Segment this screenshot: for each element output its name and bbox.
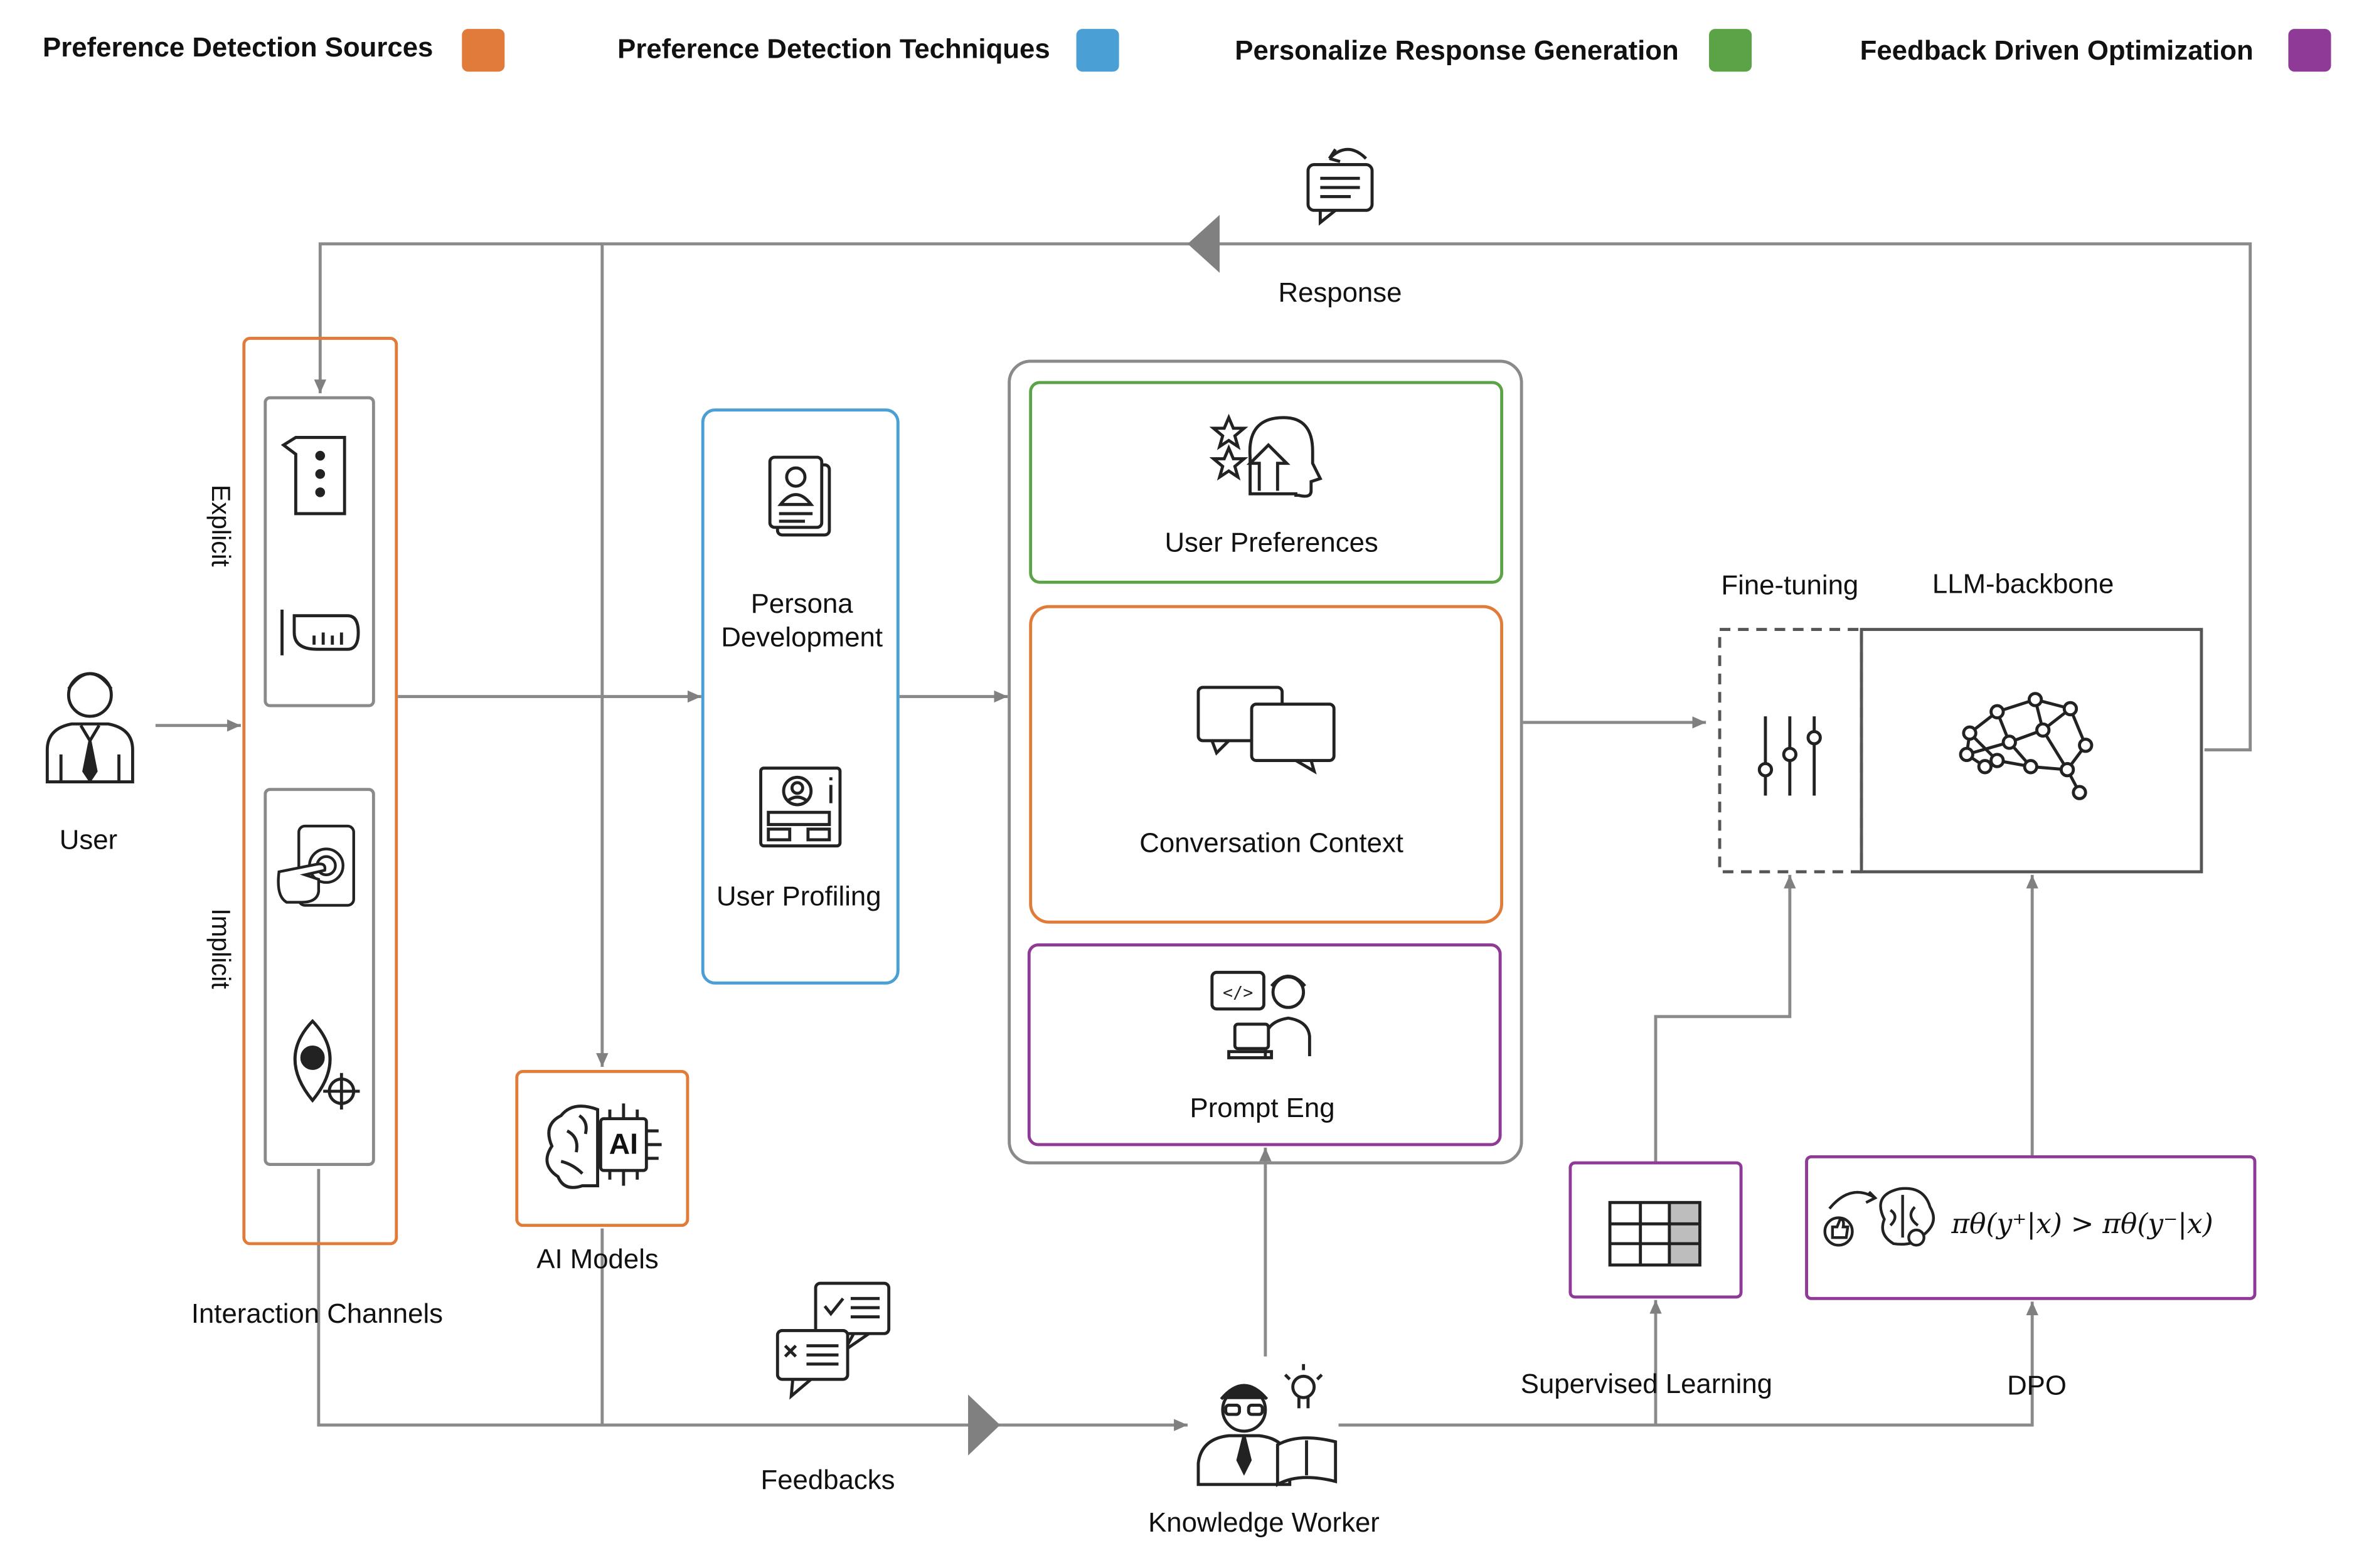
response-loop-line: [314, 242, 2252, 751]
feedback-line: [317, 1168, 1188, 1431]
legend-label-generation: Personalize Response Generation: [1235, 34, 1679, 66]
response-arrowhead: [1187, 215, 1220, 273]
user-profile-icon: [759, 766, 842, 848]
feedback-icon: [775, 1281, 891, 1400]
supervised-to-finetune-line: [1654, 874, 1796, 1163]
supervised-learning-label: Supervised Learning: [1520, 1369, 1773, 1399]
user-profiling-label: User Profiling: [716, 881, 881, 912]
implicit-label: Implicit: [206, 908, 235, 989]
persona-card-icon: [768, 455, 831, 537]
ai-models-label: AI Models: [536, 1243, 659, 1274]
legend-swatch-generation: [1709, 29, 1752, 72]
knowledge-worker-icon: [1196, 1364, 1338, 1488]
legend-swatch-techniques: [1076, 29, 1119, 72]
eye-tracking-icon: [293, 1019, 360, 1110]
ai-brain-chip-icon: [545, 1103, 662, 1189]
fine-tuning-label: Fine-tuning: [1721, 569, 1859, 601]
response-label: Response: [1278, 277, 1402, 308]
sliders-icon: [1757, 716, 1822, 796]
dpo-label: DPO: [2007, 1370, 2067, 1401]
legend-label-optimization: Feedback Driven Optimization: [1860, 34, 2254, 66]
head-stars-icon: [1209, 413, 1323, 498]
persona-label-line1: Persona: [750, 588, 853, 619]
chat-document-reply-icon: [1306, 147, 1374, 226]
svg-text:</>: </>: [1223, 983, 1253, 1003]
feedbacks-label: Feedbacks: [760, 1465, 895, 1495]
llm-backbone-box: [1860, 628, 2203, 874]
prompt-eng-box: [1027, 943, 1502, 1147]
llm-backbone-label: LLM-backbone: [1932, 568, 2114, 599]
interaction-channels-box: [242, 337, 398, 1246]
legend-swatch-sources: [462, 29, 505, 72]
conversation-context-label: Conversation Context: [1139, 827, 1403, 859]
implicit-box: [264, 788, 375, 1166]
feedback-arrowhead: [968, 1394, 1001, 1456]
persona-box: [701, 408, 900, 985]
legend-swatch-optimization: [2288, 29, 2331, 72]
knowledge-worker-label: Knowledge Worker: [1148, 1507, 1380, 1538]
dpo-icons: [1823, 1187, 1935, 1247]
voice-wave-icon: [280, 610, 360, 655]
user-icon: [45, 672, 134, 784]
worker-to-dpo-line: [1338, 1301, 2038, 1427]
touch-icon: [277, 824, 355, 907]
legend-label-techniques: Preference Detection Techniques: [617, 33, 1050, 65]
table-icon: [1608, 1200, 1701, 1267]
chat-bubble-icon: [280, 435, 346, 516]
persona-label-line2: Development: [721, 622, 883, 653]
conversation-bubbles-icon: [1196, 686, 1336, 775]
prompt-eng-label: Prompt Eng: [1190, 1093, 1335, 1123]
dpo-formula: πθ(y⁺|x) > πθ(y⁻|x): [1951, 1208, 2213, 1241]
explicit-box: [264, 396, 375, 707]
interaction-channels-label: Interaction Channels: [191, 1298, 444, 1329]
user-label: User: [59, 824, 118, 856]
explicit-label: Explicit: [206, 484, 235, 567]
neural-network-brain-icon: [1959, 692, 2094, 800]
supervised-learning-box: [1568, 1161, 1743, 1299]
prompt-engineer-icon: </>: [1210, 970, 1311, 1059]
generation-outer-box: [1008, 359, 1523, 1165]
conversation-context-box: [1029, 605, 1503, 924]
user-preferences-label: User Preferences: [1164, 527, 1378, 558]
user-preferences-box: [1029, 381, 1503, 584]
connectors: [155, 242, 2252, 1431]
ai-chip-text: AI: [609, 1129, 638, 1162]
legend-label-sources: Preference Detection Sources: [43, 32, 434, 63]
